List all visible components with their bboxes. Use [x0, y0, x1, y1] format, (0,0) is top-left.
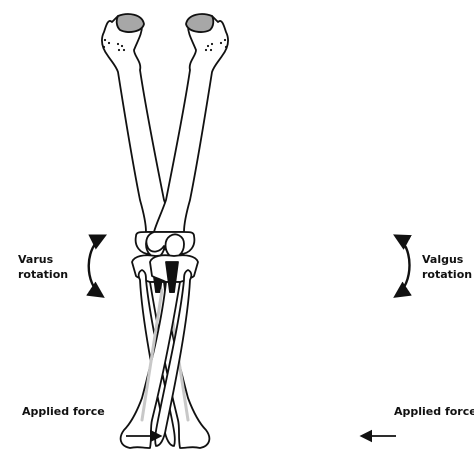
left-applied-force-label: Applied force: [22, 404, 105, 419]
right-applied-force-label: Applied force: [394, 404, 474, 419]
varus-rotation-label: Varus rotation: [18, 252, 68, 282]
varus-label-line2: rotation: [18, 268, 69, 281]
valgus-label-line2: rotation: [422, 268, 473, 281]
left-force-text: Applied force: [22, 405, 105, 418]
valgus-label-line1: Valgus: [422, 253, 464, 266]
valgus-rotation-label: Valgus rotation: [422, 252, 472, 282]
varus-curved-double-arrow-icon: [86, 234, 108, 298]
varus-label-line1: Varus: [18, 253, 54, 266]
valgus-curved-double-arrow-icon: [393, 234, 412, 298]
right-force-text: Applied force: [394, 405, 474, 418]
